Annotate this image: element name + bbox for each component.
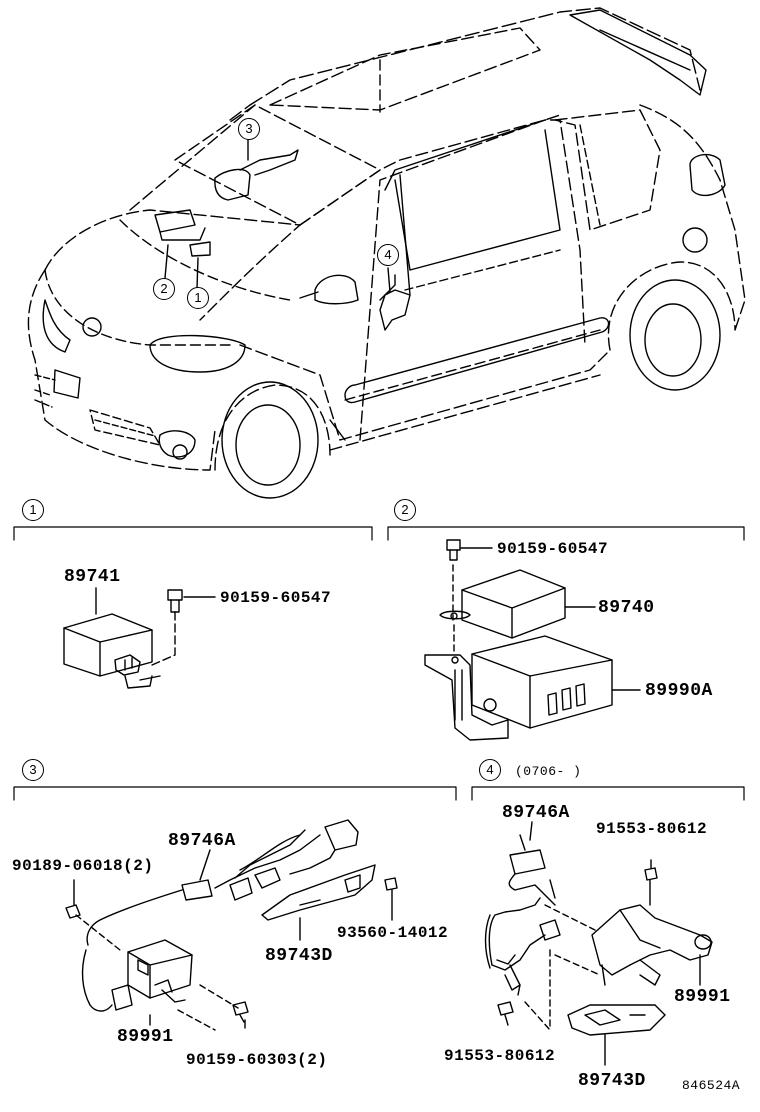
part-89990A-label: 89990A [645,681,713,701]
bolt-91553-80612-top-label: 91553-80612 [596,820,708,838]
sensor-89991-label-s3: 89991 [117,1027,174,1047]
section-frames [13,526,745,801]
section-4-marker: 4 [479,759,501,781]
date-range-label: (0706- ) [515,764,582,779]
nut-93560-14012-label: 93560-14012 [337,924,449,942]
section-3-marker: 3 [22,759,44,781]
part-89740-label: 89740 [598,598,655,618]
callout-car-3: 3 [238,118,260,140]
bracket-89743D-label-s4: 89743D [578,1071,646,1091]
sensor-89991-label-s4: 89991 [674,987,731,1007]
section3-drawing [65,819,398,1031]
callout-car-2: 2 [153,278,175,300]
harness-89746A-label-s4: 89746A [502,803,570,823]
harness-89746A-label-s3: 89746A [168,831,236,851]
callout-car-4: 4 [377,244,399,266]
section2-drawing [424,539,641,741]
figure-code: 846524A [682,1078,741,1093]
vehicle-illustration [27,7,746,499]
bolt-90159-60303-label: 90159-60303(2) [186,1051,328,1069]
clip-90189-06018-label: 90189-06018(2) [12,857,154,875]
part-89741-label: 89741 [64,567,121,587]
bolt-90159-60547-label-s2: 90159-60547 [497,540,609,558]
bracket-89743D-label-s3: 89743D [265,946,333,966]
section-2-marker: 2 [394,499,416,521]
section1-drawing [63,587,216,689]
bolt-91553-80612-bottom-label: 91553-80612 [444,1047,556,1065]
section-1-marker: 1 [22,499,44,521]
callout-car-1: 1 [187,287,209,309]
section4-drawing [484,821,713,1066]
bolt-90159-60547-label-s1: 90159-60547 [220,589,332,607]
